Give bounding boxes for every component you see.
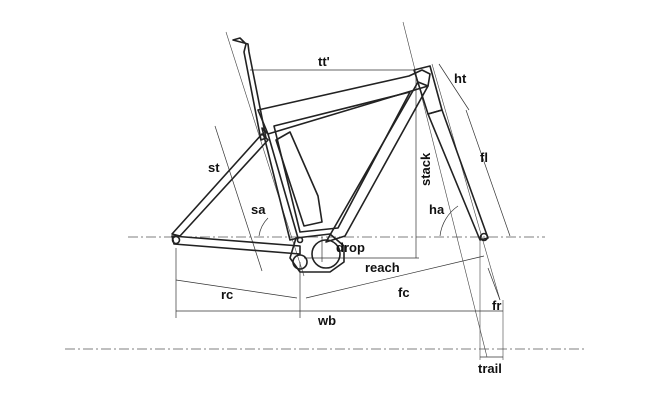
chainring [311, 239, 341, 269]
fork-offset-line [431, 63, 501, 301]
seatpost [232, 37, 267, 141]
bb-detail [296, 236, 304, 244]
motor-housing [289, 233, 345, 273]
battery-cutout [273, 91, 411, 233]
label-ht: ht [454, 71, 467, 86]
label-sa: sa [251, 202, 266, 217]
front-dropout [479, 232, 489, 242]
chain-stay [171, 235, 301, 255]
ha-arc [439, 205, 459, 237]
label-fc: fc [398, 285, 410, 300]
seat-stay [171, 133, 269, 237]
fork [427, 109, 489, 241]
fr-dimension-line [487, 267, 501, 301]
label-ha: ha [429, 202, 445, 217]
seat-axis-line [225, 31, 305, 277]
sa-arc [258, 217, 269, 237]
fc-dimension-line [305, 255, 485, 299]
ht-dimension-line [438, 63, 470, 111]
label-wb: wb [317, 313, 336, 328]
label-reach: reach [365, 260, 400, 275]
label-fl: fl [480, 150, 488, 165]
label-rc: rc [221, 287, 233, 302]
label-st: st [208, 160, 220, 175]
label-stack: stack [418, 152, 433, 186]
rear-dropout [171, 235, 181, 245]
battery [275, 131, 323, 227]
label-drop: drop [336, 240, 365, 255]
down-tube [325, 81, 429, 243]
rc-dimension-line [175, 279, 298, 299]
label-trail: trail [478, 361, 502, 376]
label-fr: fr [492, 298, 501, 313]
label-tt: tt' [318, 54, 330, 69]
bottom-bracket [292, 254, 308, 270]
st-dimension-line [214, 125, 263, 272]
fl-dimension-line [465, 109, 511, 237]
seat-tube [261, 127, 299, 241]
